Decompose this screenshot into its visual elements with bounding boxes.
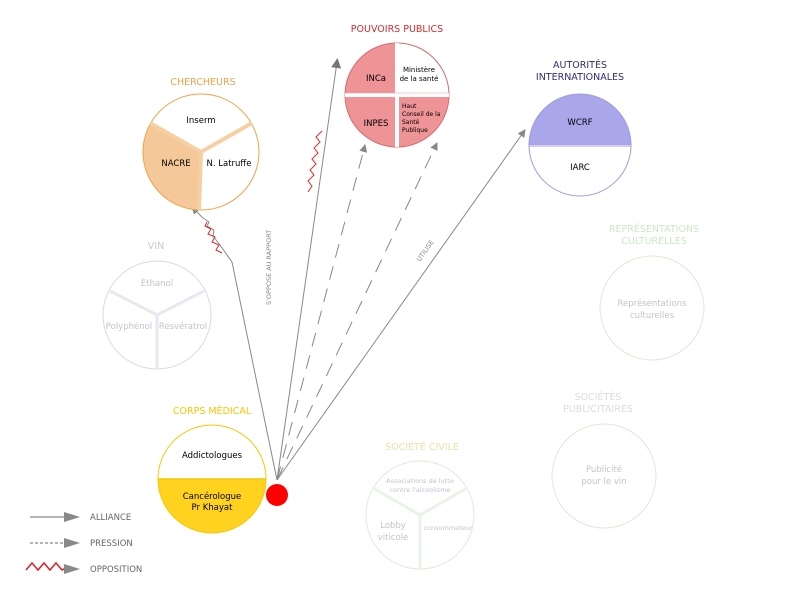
pouvoirs-slice-inpes — [345, 95, 397, 147]
representations-inner-2: culturelles — [630, 311, 675, 321]
group-vin: VIN Éthanol Polyphénol Resvératrol — [102, 241, 212, 370]
representations-circle — [599, 255, 705, 361]
pouvoirs-slice-inca — [345, 43, 397, 95]
group-representations: REPRÉSENTATIONS CULTURELLES Représentati… — [599, 223, 705, 361]
societes-pub-inner-1: Publicité — [586, 464, 622, 475]
legend: ALLIANCE PRESSION OPPOSITION — [25, 512, 142, 575]
societe-civile-assoc-1: Associations de lutte — [386, 477, 454, 485]
group-societe-civile: SOCIÉTÉ CIVILE Associations de lutte con… — [365, 441, 475, 570]
edge-opposition-pouvoirs-zigzag — [307, 130, 323, 193]
societe-civile-lobby-2: viticole — [378, 533, 409, 543]
corps-medical-cancero-2: Pr Khayat — [192, 503, 234, 513]
autorites-wcrf: WCRF — [567, 118, 592, 128]
autorites-iarc: IARC — [570, 163, 590, 173]
pouvoirs-hcsp-3: Santé — [402, 119, 420, 126]
vin-ethanol: Éthanol — [141, 277, 173, 289]
representations-title-1: REPRÉSENTATIONS — [609, 223, 699, 235]
vin-divider — [109, 289, 205, 317]
legend-alliance-arrow-icon — [64, 512, 80, 522]
legend-opposition-zigzag — [25, 561, 67, 572]
vin-title: VIN — [148, 241, 164, 252]
representations-inner-1: Représentations — [618, 298, 688, 309]
chercheurs-inserm: Inserm — [186, 116, 215, 126]
pouvoirs-inca: INCa — [366, 74, 386, 84]
edge-pression-inpes — [276, 144, 368, 481]
group-chercheurs: CHERCHEURS Inserm NACRE N. Latruffe — [142, 77, 260, 211]
chercheurs-divider-2 — [197, 151, 203, 211]
chercheurs-latruffe: N. Latruffe — [206, 159, 251, 169]
chercheurs-title: CHERCHEURS — [170, 77, 235, 88]
corps-medical-slice-cancero — [158, 479, 266, 533]
pouvoirs-hcsp-2: Conseil de la — [402, 111, 441, 118]
corps-medical-cancero-1: Cancérologue — [183, 491, 242, 502]
societe-civile-lobby-1: Lobby — [380, 521, 406, 531]
edge-label-utilise: UTILISE — [415, 239, 436, 264]
group-autorites: AUTORITÉS INTERNATIONALES WCRF IARC — [528, 59, 632, 197]
autorites-circle — [528, 93, 632, 197]
pouvoirs-inpes: INPES — [364, 119, 389, 129]
societes-pub-title-2: PUBLICITAIRES — [563, 404, 633, 415]
legend-opposition-label: OPPOSITION — [90, 565, 142, 575]
societe-civile-assoc-2: contre l'alcoolisme — [389, 486, 450, 494]
edge-opposition-chercheurs-zigzag — [204, 221, 223, 254]
edge-opposition-pouvoirs — [276, 58, 342, 481]
representations-title-2: CULTURELLES — [621, 236, 687, 247]
autorites-slice-wcrf — [529, 94, 631, 145]
edge-opposition-chercheurs — [202, 217, 278, 481]
group-corps-medical: CORPS MÉDICAL Addictologues Cancérologue… — [157, 405, 267, 534]
group-societes-pub: SOCIÉTÉS PUBLICITAIRES Publicité pour le… — [551, 391, 657, 529]
pouvoirs-hcsp-4: Publique — [402, 127, 428, 134]
legend-pression-arrow-icon — [64, 538, 80, 548]
vin-resveratrol: Resvératrol — [159, 321, 207, 332]
corps-medical-title: CORPS MÉDICAL — [173, 405, 252, 417]
pouvoirs-ministere-2: de la santé — [400, 75, 439, 83]
societe-civile-title: SOCIÉTÉ CIVILE — [385, 441, 459, 453]
pouvoirs-hcsp-1: Haut — [402, 103, 417, 110]
corps-medical-addicto: Addictologues — [182, 451, 243, 461]
autorites-title-1: AUTORITÉS — [553, 59, 607, 71]
origin-node — [266, 484, 288, 506]
edge-alliance-autorites — [276, 129, 526, 481]
pouvoirs-slice-hcsp — [397, 95, 449, 147]
edge-label-oppose: S'OPPOSE AU RAPPORT — [265, 230, 273, 305]
pouvoirs-title: POUVOIRS PUBLICS — [351, 24, 443, 35]
societe-civile-conso: consommateur — [423, 524, 472, 532]
legend-pression-label: PRESSION — [90, 539, 133, 549]
pouvoirs-ministere-1: Ministère — [403, 66, 435, 74]
chercheurs-nacre: NACRE — [161, 159, 190, 169]
edge-pression-hcsp — [276, 142, 438, 481]
societes-pub-inner-2: pour le vin — [581, 477, 626, 487]
societes-pub-circle — [551, 423, 657, 529]
legend-opposition-arrow-icon — [64, 564, 80, 574]
group-pouvoirs-publics: POUVOIRS PUBLICS INCa Ministère de la sa… — [344, 24, 450, 148]
societes-pub-title-1: SOCIÉTÉS — [575, 391, 622, 403]
autorites-title-2: INTERNATIONALES — [536, 72, 624, 83]
vin-polyphenol: Polyphénol — [106, 321, 152, 332]
legend-alliance-label: ALLIANCE — [90, 513, 131, 523]
